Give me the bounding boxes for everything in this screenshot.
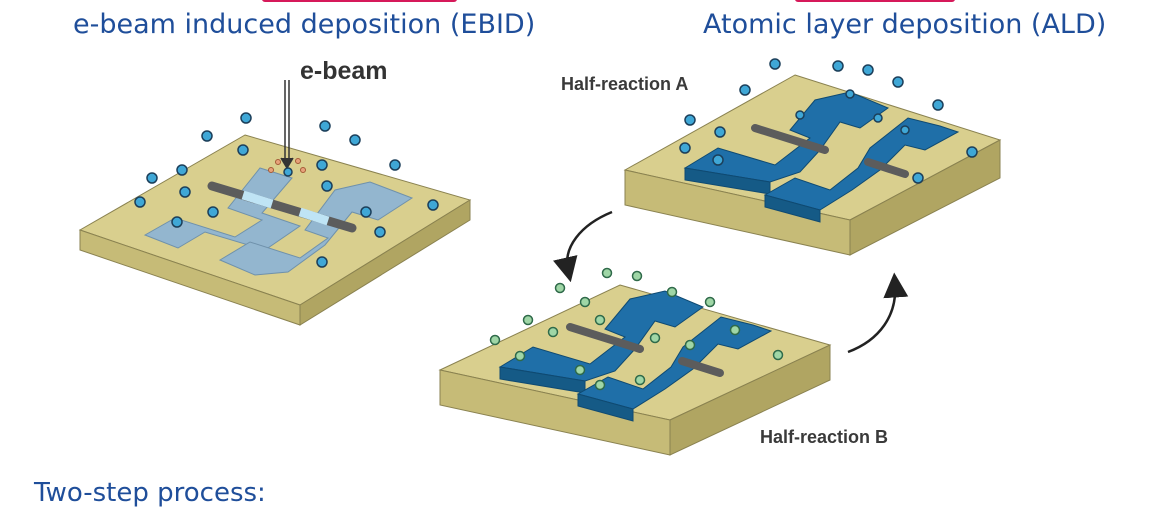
ebid-precursor-molecules	[134, 112, 439, 268]
ald-bottom-precursor-molecules	[489, 267, 784, 391]
half-reaction-b-label: Half-reaction B	[760, 427, 889, 447]
ald-heading: Atomic layer deposition (ALD)	[703, 9, 1107, 40]
ald-bottom-substrate	[438, 284, 832, 456]
ebid-fragments	[268, 158, 306, 173]
ald-bottom-film	[498, 290, 773, 422]
ebeam-label: e-beam	[300, 57, 388, 85]
ebid-heading: e-beam induced deposition (EBID)	[73, 9, 536, 40]
cycle-arrow-down	[553, 210, 613, 283]
process-caption: Two-step process:	[34, 478, 266, 508]
title-fragment-right	[795, 0, 955, 2]
ebid-electrode-pattern	[143, 167, 414, 276]
half-reaction-a-label: Half-reaction A	[561, 74, 689, 94]
ald-top-precursor-molecules	[679, 58, 978, 184]
ald-top-substrate	[623, 74, 1002, 256]
title-fragment-left	[262, 0, 457, 2]
cycle-arrow-up	[847, 272, 909, 354]
ebid-nanowire	[207, 181, 357, 233]
ald-top-film	[683, 91, 960, 223]
